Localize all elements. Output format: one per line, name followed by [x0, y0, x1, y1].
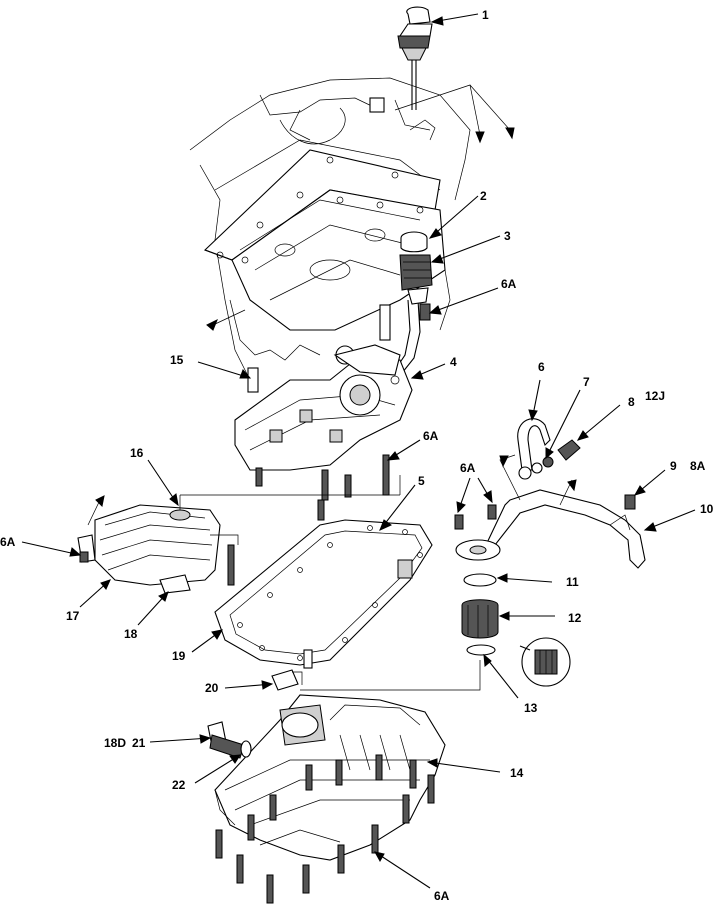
callout-18d: 18D [104, 736, 126, 750]
callout-22: 22 [172, 778, 186, 792]
callout-labels: 1 2 3 6A 4 15 6A 16 5 6 7 8 12J 9 8A 6A … [0, 8, 714, 903]
callout-12: 12 [568, 611, 582, 625]
callout-6a-tube: 6A [501, 277, 517, 291]
oil-pan [207, 694, 446, 904]
oil-pan-bolts [215, 754, 435, 904]
callout-5: 5 [418, 474, 425, 488]
callout-4: 4 [450, 355, 457, 369]
callout-17: 17 [66, 609, 80, 623]
engine-block [189, 77, 515, 381]
oil-pan-gasket [179, 475, 433, 669]
pan-small-gasket [271, 669, 303, 691]
callout-6a-valve-body: 6A [423, 429, 439, 443]
callout-6a-bottom: 6A [434, 889, 450, 903]
callout-15: 15 [170, 353, 184, 367]
callout-6a-left: 6A [0, 535, 16, 549]
callout-19: 19 [172, 649, 186, 663]
valve-body [234, 304, 413, 521]
callout-7: 7 [583, 375, 590, 389]
strainer-sleeve [399, 231, 433, 321]
callout-3: 3 [504, 229, 511, 243]
callout-18: 18 [124, 627, 138, 641]
dipstick-cap [397, 6, 433, 110]
callout-13: 13 [524, 701, 538, 715]
callout-16: 16 [130, 446, 144, 460]
callout-20: 20 [205, 681, 219, 695]
callout-10: 10 [700, 502, 714, 516]
callout-6a-center: 6A [460, 461, 476, 475]
callout-2: 2 [480, 189, 487, 203]
callout-14: 14 [510, 766, 524, 780]
callout-6: 6 [538, 360, 545, 374]
callout-21: 21 [132, 736, 146, 750]
callout-9: 9 [670, 459, 677, 473]
callout-11: 11 [566, 575, 579, 589]
leader-lines [21, 13, 696, 889]
callout-8: 8 [628, 395, 635, 409]
oil-strainer [77, 495, 239, 594]
callout-8a: 8A [690, 459, 706, 473]
callout-12j: 12J [645, 389, 665, 403]
callout-1: 1 [482, 8, 489, 22]
oil-cooler-pipes [300, 418, 646, 691]
